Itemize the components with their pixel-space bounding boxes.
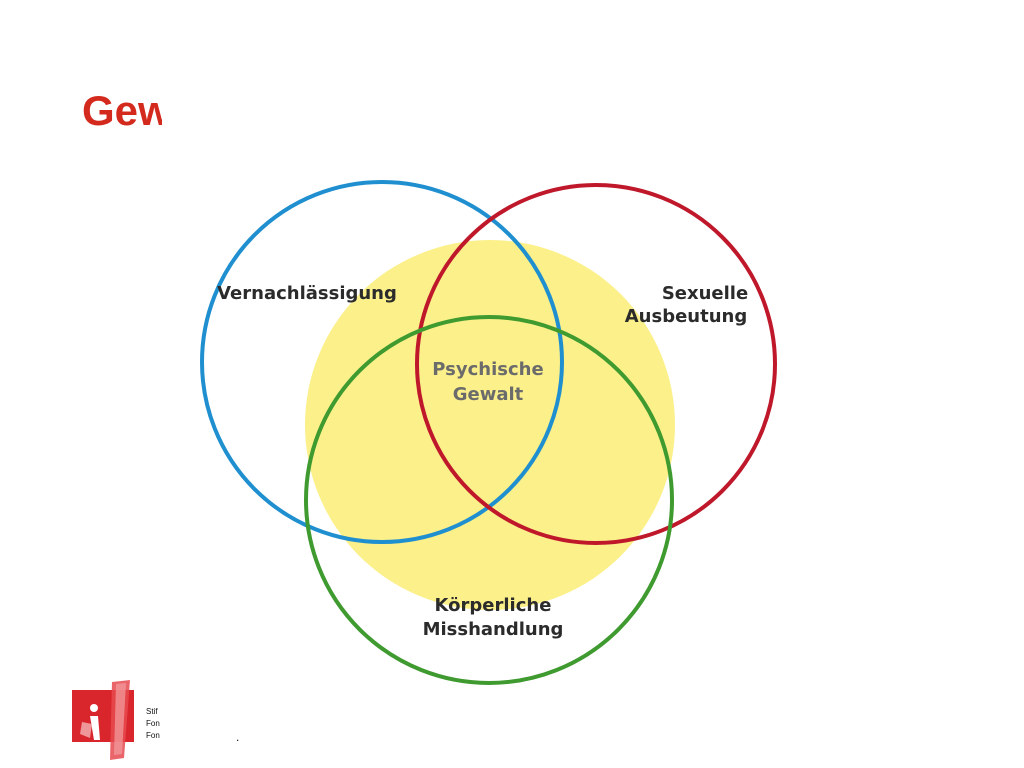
physical-label-line2: Misshandlung bbox=[423, 619, 564, 640]
footer-line-2: Fon bbox=[146, 719, 160, 728]
physical-abuse-circle bbox=[304, 315, 674, 685]
sexual-label-line2: Ausbeutung bbox=[625, 306, 747, 327]
center-label-line1: Psychische bbox=[432, 359, 543, 380]
sexual-exploitation-circle bbox=[415, 183, 777, 545]
footer-dot: . bbox=[236, 730, 240, 744]
footer-organization-text: Stif Fon Fon bbox=[146, 706, 162, 742]
foundation-logo bbox=[72, 680, 134, 760]
sexual-label-line1: Sexuelle bbox=[662, 283, 748, 304]
slide-title: Gew bbox=[82, 87, 162, 134]
neglect-circle bbox=[200, 180, 564, 544]
psychological-violence-area bbox=[305, 240, 675, 610]
center-label-line2: Gewalt bbox=[453, 384, 524, 405]
physical-label-line1: Körperliche bbox=[435, 595, 552, 616]
footer-line-3: Fon bbox=[146, 731, 160, 740]
neglect-label: Vernachlässigung bbox=[217, 283, 397, 304]
footer-line-1: Stif bbox=[146, 707, 158, 716]
